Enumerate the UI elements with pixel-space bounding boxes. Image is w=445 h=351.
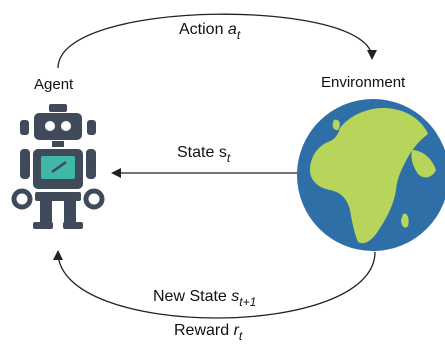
new-state-subscript: t+1: [239, 295, 257, 309]
action-label: Action at: [179, 21, 240, 42]
reward-text: Reward: [174, 322, 230, 339]
state-symbol: s: [218, 144, 227, 161]
action-text: Action: [179, 21, 224, 38]
new-state-label: New State st+1: [153, 288, 256, 309]
new-state-text: New State: [153, 288, 227, 305]
reward-label: Reward rt: [174, 322, 242, 343]
environment-label: Environment: [321, 74, 406, 91]
feedback-arrow: [53, 250, 376, 319]
state-label: State st: [177, 144, 230, 165]
reward-symbol: r: [233, 322, 239, 339]
globe-icon: [297, 99, 445, 251]
state-subscript: t: [226, 151, 231, 165]
new-state-symbol: s: [231, 288, 240, 305]
state-text: State: [177, 144, 215, 161]
robot-icon: [11, 104, 105, 229]
reward-subscript: t: [238, 329, 243, 343]
action-arrow: [57, 13, 377, 69]
action-symbol: a: [227, 21, 237, 38]
action-subscript: t: [236, 28, 241, 42]
agent-label: Agent: [34, 76, 74, 93]
